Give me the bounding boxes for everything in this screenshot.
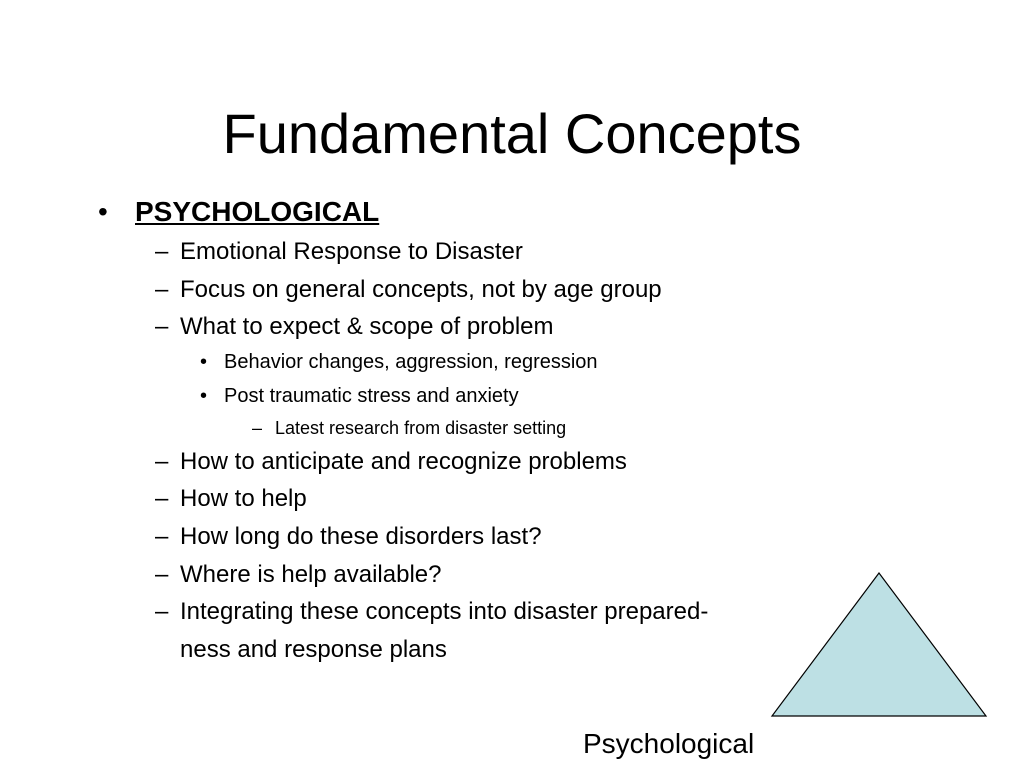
list-item: What to expect & scope of problem xyxy=(180,313,554,340)
list-item: Integrating these concepts into disaster… xyxy=(180,598,709,625)
triangle-shape xyxy=(770,572,988,717)
list-item: Behavior changes, aggression, regression xyxy=(224,351,598,373)
dash-marker: – xyxy=(155,485,169,512)
list-item: Emotional Response to Disaster xyxy=(180,238,523,265)
dash-marker: – xyxy=(155,561,169,588)
section-heading: PSYCHOLOGICAL xyxy=(135,196,380,227)
triangle-caption: Psychological xyxy=(583,728,755,759)
bullet-marker: • xyxy=(200,351,208,373)
slide-title: Fundamental Concepts xyxy=(222,102,802,165)
dash-marker: – xyxy=(155,523,169,550)
list-item: How to help xyxy=(180,485,307,512)
bullet-marker: • xyxy=(200,385,208,407)
dash-marker: – xyxy=(155,238,169,265)
dash-marker: – xyxy=(155,313,169,340)
list-item: Focus on general concepts, not by age gr… xyxy=(180,276,662,303)
list-item: Where is help available? xyxy=(180,561,442,588)
dash-marker: – xyxy=(155,276,169,303)
dash-marker: – xyxy=(155,598,169,625)
list-item-continuation: ness and response plans xyxy=(180,636,447,663)
list-item: Post traumatic stress and anxiety xyxy=(224,385,519,407)
dash-marker: – xyxy=(252,418,263,438)
list-item: How to anticipate and recognize problems xyxy=(180,448,627,475)
dash-marker: – xyxy=(155,448,169,475)
triangle-graphic xyxy=(770,572,988,717)
list-item: How long do these disorders last? xyxy=(180,523,542,550)
list-item: Latest research from disaster setting xyxy=(275,418,567,438)
bullet-marker: • xyxy=(98,196,108,227)
